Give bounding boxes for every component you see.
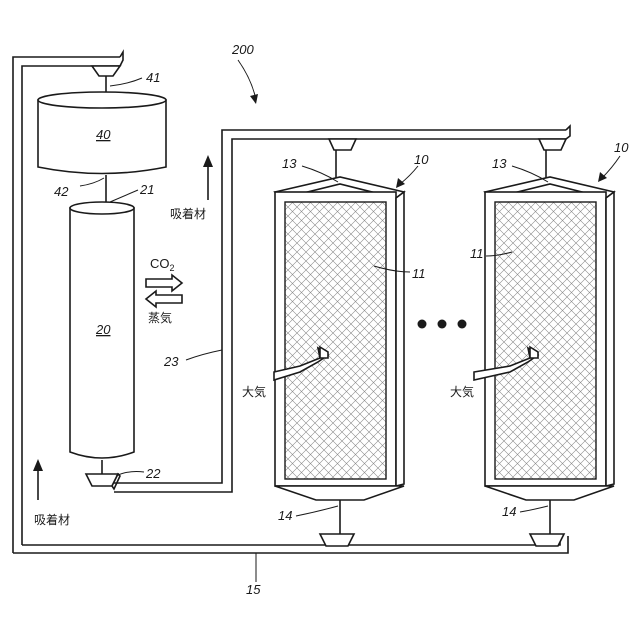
- unit-a-label: 10: [414, 152, 429, 167]
- column-bottom-valve: [86, 474, 120, 489]
- sorbent-b-label: 11: [470, 246, 484, 261]
- column-label: 20: [95, 322, 111, 337]
- steam-in-arrow: [146, 291, 182, 307]
- reservoir-label: 40: [96, 127, 111, 142]
- return-pipe-label: 15: [246, 582, 261, 597]
- co2-text: CO2: [150, 256, 175, 273]
- figure-pointer-arrow: [238, 60, 258, 104]
- co2-out-arrow: [146, 275, 182, 291]
- figure-number-label: 200: [231, 42, 254, 57]
- sorbent-flow-arrow-right: [203, 155, 213, 200]
- unit-b-top-valve-label: 13: [492, 156, 507, 171]
- sorbent-flow-text-right: 吸着材: [170, 206, 206, 221]
- unit-b-pointer-arrow: [598, 156, 620, 182]
- steam-text: 蒸気: [148, 310, 172, 325]
- air-text-a: 大気: [242, 384, 266, 399]
- unit-a-top-valve-label: 13: [282, 156, 297, 171]
- transfer-pipe-label: 23: [163, 354, 179, 369]
- unit-b-bottom-valve-label: 14: [502, 504, 516, 519]
- column-top-label: 21: [139, 182, 154, 197]
- sorbent-flow-arrow-left: [33, 459, 43, 500]
- unit-a-bottom-valve-label: 14: [278, 508, 292, 523]
- unit-a-pointer-arrow: [396, 166, 418, 188]
- column-bottom-valve-label: 22: [145, 466, 161, 481]
- sorbent-a-label: 11: [412, 266, 426, 281]
- air-text-b: 大気: [450, 384, 474, 399]
- reservoir-top-valve: [92, 66, 120, 94]
- adsorption-unit-a: [274, 139, 404, 546]
- ellipsis-dots: [418, 320, 467, 329]
- reservoir-top-valve-label: 41: [146, 70, 160, 85]
- adsorption-unit-b: [474, 139, 614, 546]
- unit-b-label: 10: [614, 140, 629, 155]
- sorbent-flow-text-left: 吸着材: [34, 512, 70, 527]
- reservoir-bottom-label: 42: [54, 184, 69, 199]
- return-pipe: [13, 536, 568, 553]
